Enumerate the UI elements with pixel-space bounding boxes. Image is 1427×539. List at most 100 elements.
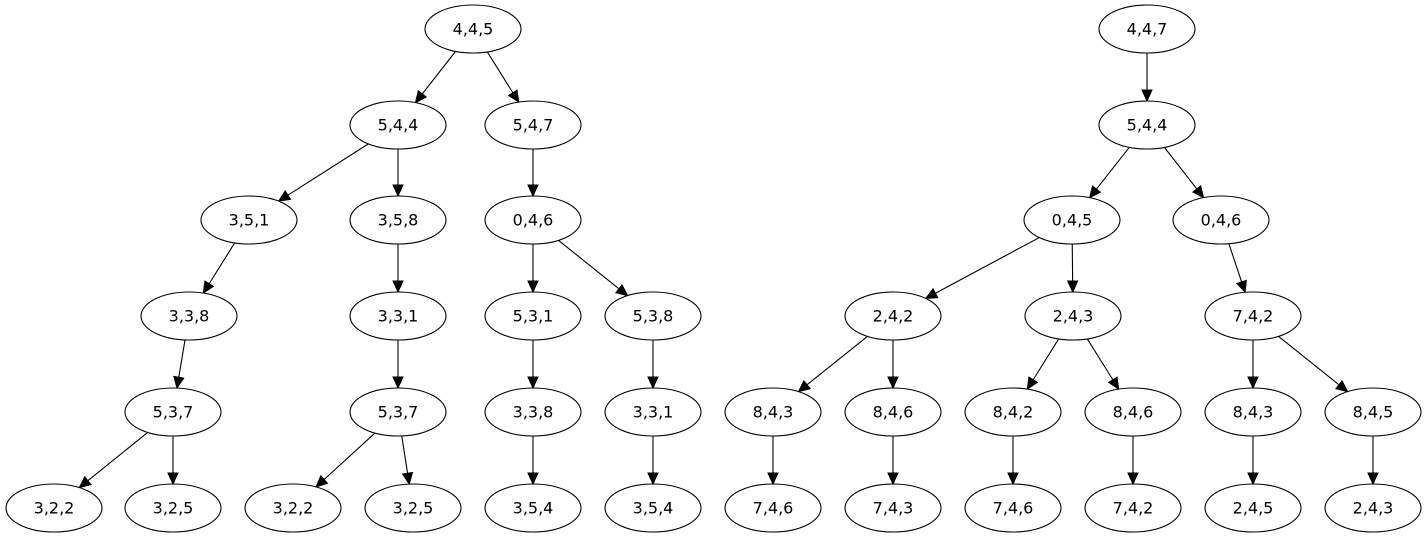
node-label: 3,3,8 bbox=[513, 403, 554, 422]
tree-node: 4,4,7 bbox=[1098, 4, 1196, 54]
arrowhead bbox=[315, 474, 329, 488]
tree-node: 3,2,2 bbox=[244, 483, 342, 533]
tree-node: 5,3,8 bbox=[604, 291, 702, 341]
node-label: 8,4,6 bbox=[873, 403, 914, 422]
edge-b1-b2 bbox=[1141, 53, 1153, 103]
node-label: 3,5,1 bbox=[229, 211, 270, 230]
tree-node: 5,4,7 bbox=[484, 100, 582, 150]
edge-b7-b12 bbox=[1247, 340, 1259, 390]
node-label: 8,4,5 bbox=[1353, 403, 1394, 422]
node-label: 7,4,6 bbox=[753, 499, 794, 518]
node-label: 5,3,7 bbox=[153, 403, 194, 422]
node-label: 7,4,2 bbox=[1233, 307, 1274, 326]
edge-a12-a17 bbox=[315, 432, 376, 488]
node-ellipse bbox=[5, 483, 103, 533]
arrowhead bbox=[173, 375, 185, 390]
edge-a2-a4 bbox=[277, 143, 369, 202]
node-label: 4,4,7 bbox=[1127, 20, 1168, 39]
edge-b6-b10 bbox=[1026, 338, 1060, 391]
node-ellipse bbox=[964, 483, 1062, 533]
arrowhead bbox=[1247, 376, 1259, 390]
tree-node: 5,3,1 bbox=[484, 291, 582, 341]
edge-a6-a10 bbox=[558, 239, 629, 297]
edge-b2-b4 bbox=[1163, 147, 1205, 199]
edge-a14-a20 bbox=[647, 436, 659, 486]
arrowhead bbox=[924, 287, 939, 300]
arrowhead bbox=[614, 283, 629, 297]
tree-node: 3,5,8 bbox=[349, 195, 447, 245]
node-ellipse bbox=[724, 387, 822, 437]
node-label: 0,4,6 bbox=[513, 211, 554, 230]
node-label: 5,3,7 bbox=[378, 403, 419, 422]
edge-a4-a7 bbox=[202, 242, 236, 295]
edge-line bbox=[1163, 147, 1198, 190]
edge-a2-a5 bbox=[392, 149, 404, 198]
node-ellipse bbox=[349, 100, 447, 150]
edge-a8-a12 bbox=[392, 340, 404, 390]
node-ellipse bbox=[200, 195, 298, 245]
tree-node: 8,4,5 bbox=[1324, 387, 1422, 437]
arrowhead bbox=[1334, 379, 1349, 393]
tree-node: 3,2,5 bbox=[124, 483, 222, 533]
node-ellipse bbox=[964, 387, 1062, 437]
tree-node: 0,4,6 bbox=[484, 195, 582, 245]
arrowhead bbox=[277, 190, 292, 202]
node-ellipse bbox=[484, 483, 582, 533]
tree-node: 7,4,3 bbox=[844, 483, 942, 533]
arrowhead bbox=[647, 472, 659, 486]
node-ellipse bbox=[244, 483, 342, 533]
arrowhead bbox=[167, 472, 179, 486]
arrowhead bbox=[647, 376, 659, 390]
arrowhead bbox=[1247, 472, 1259, 486]
node-label: 0,4,5 bbox=[1052, 211, 1093, 230]
edge-b6-b11 bbox=[1086, 338, 1120, 391]
node-ellipse bbox=[124, 387, 222, 437]
node-label: 2,4,2 bbox=[873, 307, 914, 326]
node-ellipse bbox=[1204, 291, 1302, 341]
node-label: 5,3,1 bbox=[513, 307, 554, 326]
edge-line bbox=[401, 435, 409, 474]
node-ellipse bbox=[1172, 195, 1270, 245]
arrowhead bbox=[1007, 472, 1019, 486]
node-ellipse bbox=[604, 291, 702, 341]
node-label: 5,4,4 bbox=[378, 116, 419, 135]
tree-node: 5,4,4 bbox=[349, 100, 447, 150]
edge-b2-b3 bbox=[1088, 146, 1130, 199]
node-ellipse bbox=[1324, 387, 1422, 437]
node-label: 3,5,8 bbox=[378, 211, 419, 230]
node-label: 8,4,6 bbox=[1113, 403, 1154, 422]
edge-b5-b8 bbox=[797, 335, 868, 393]
edge-line bbox=[1278, 335, 1340, 386]
edge-line bbox=[178, 339, 186, 378]
node-label: 3,2,2 bbox=[34, 499, 75, 518]
node-ellipse bbox=[484, 100, 582, 150]
edge-a11-a16 bbox=[167, 436, 179, 486]
tree-node: 3,5,4 bbox=[484, 483, 582, 533]
tree-node: 8,4,3 bbox=[724, 387, 822, 437]
node-ellipse bbox=[604, 483, 702, 533]
node-ellipse bbox=[349, 387, 447, 437]
edge-a3-a6 bbox=[527, 149, 539, 198]
node-label: 3,2,2 bbox=[273, 499, 314, 518]
node-ellipse bbox=[1098, 4, 1196, 54]
node-ellipse bbox=[1204, 387, 1302, 437]
node-ellipse bbox=[844, 387, 942, 437]
arrowhead bbox=[527, 472, 539, 486]
edge-b3-b6 bbox=[1066, 243, 1079, 294]
tree-node: 3,3,1 bbox=[349, 291, 447, 341]
arrowhead bbox=[887, 376, 899, 390]
node-ellipse bbox=[364, 483, 462, 533]
arrowhead bbox=[1107, 376, 1120, 391]
edge-line bbox=[323, 432, 376, 480]
tree-node: 7,4,2 bbox=[1084, 483, 1182, 533]
node-ellipse bbox=[349, 195, 447, 245]
node-ellipse bbox=[484, 291, 582, 341]
edge-line bbox=[1086, 338, 1114, 381]
arrowhead bbox=[1367, 472, 1379, 486]
tree-node: 4,4,5 bbox=[424, 4, 522, 54]
arrowhead bbox=[767, 472, 779, 486]
node-label: 3,3,8 bbox=[169, 307, 210, 326]
edge-a5-a8 bbox=[392, 244, 404, 294]
arrowhead bbox=[887, 472, 899, 486]
tree-node: 3,5,4 bbox=[604, 483, 702, 533]
